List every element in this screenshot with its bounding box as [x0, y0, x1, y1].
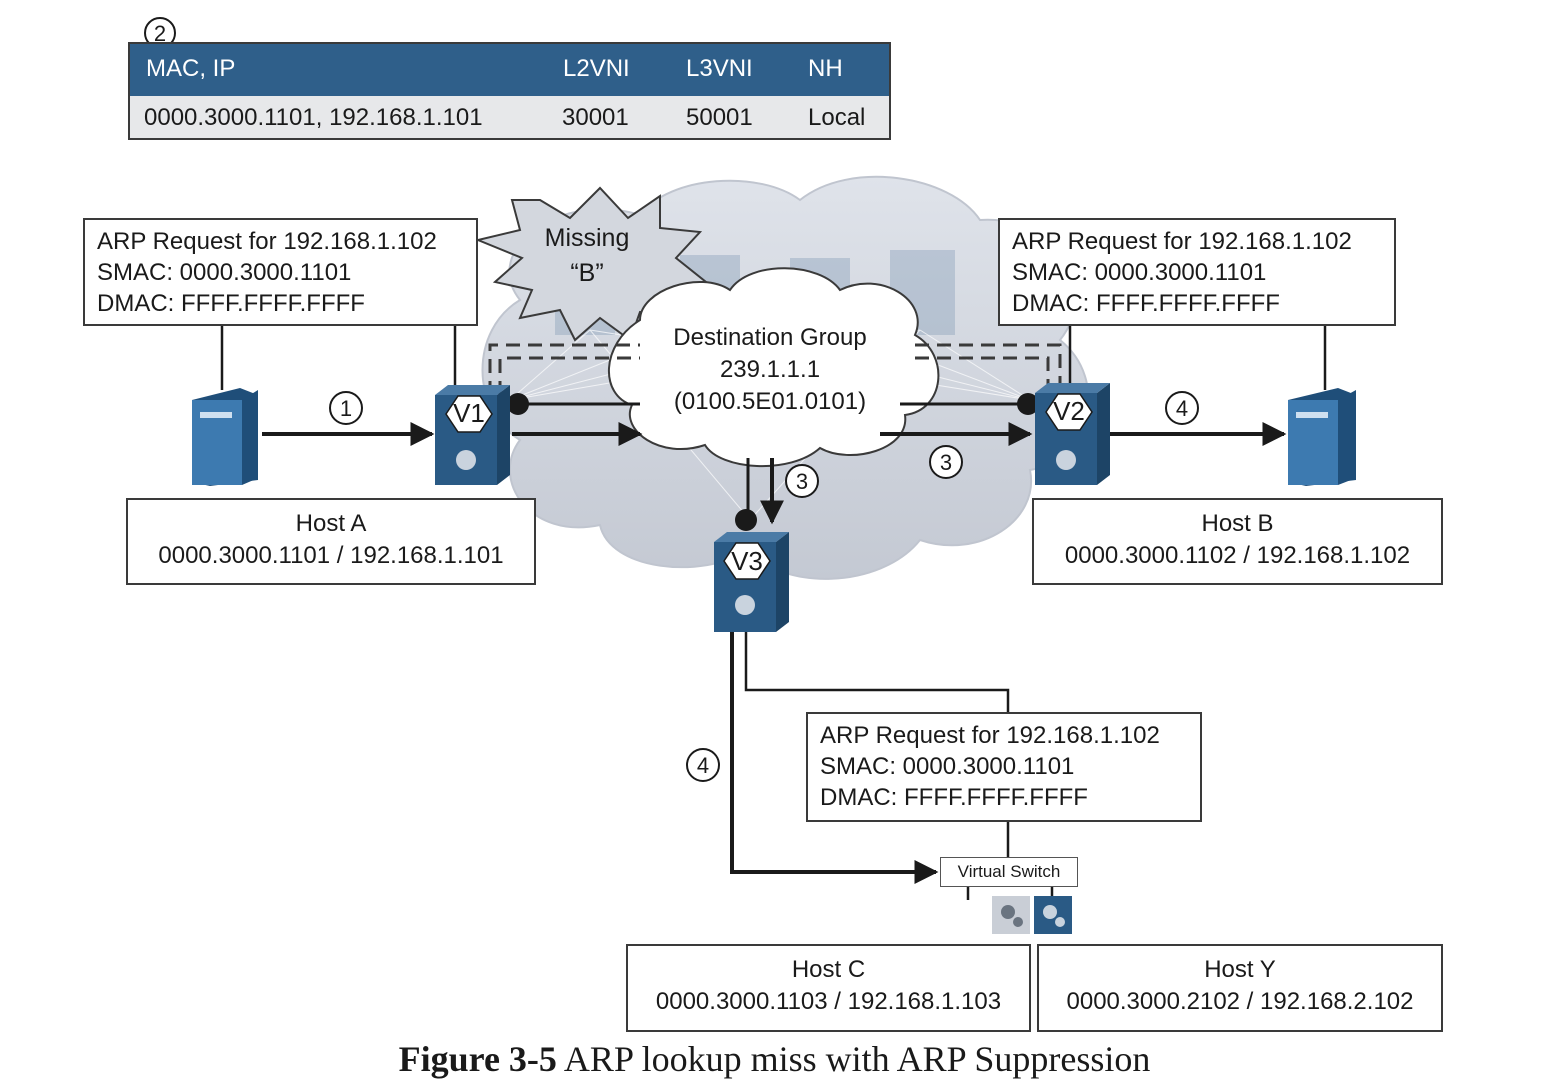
- arp-line: DMAC: FFFF.FFFF.FFFF: [820, 784, 1088, 811]
- step-number: 4: [1176, 396, 1188, 421]
- arp-line: ARP Request for 192.168.1.102: [1012, 228, 1352, 255]
- host-name: Host B: [1201, 510, 1274, 537]
- step-number: 3: [940, 450, 952, 475]
- host-address: 0000.3000.1101 / 192.168.1.101: [158, 542, 504, 569]
- server-icon: [1288, 388, 1356, 486]
- table-header-cell: L2VNI: [563, 55, 630, 82]
- host-b-box: Host B 0000.3000.1102 / 192.168.1.102: [1032, 498, 1443, 585]
- destination-group-title: Destination Group: [673, 324, 867, 351]
- table-header: MAC, IP L2VNI L3VNI NH: [130, 44, 889, 96]
- table-header-cell: L3VNI: [686, 55, 753, 82]
- table-row: 0000.3000.1101, 192.168.1.101 30001 5000…: [130, 96, 889, 138]
- host-name: Host Y: [1204, 956, 1276, 983]
- vm-icon: [992, 896, 1030, 934]
- missing-label: “B”: [570, 259, 603, 287]
- step-number: 2: [154, 21, 166, 46]
- table-cell: 30001: [562, 104, 629, 131]
- flow-arrows: [262, 422, 1287, 884]
- arp-line: ARP Request for 192.168.1.102: [820, 722, 1160, 749]
- vtep-label: V1: [453, 398, 485, 428]
- host-y-box: Host Y 0000.3000.2102 / 192.168.2.102: [1037, 944, 1443, 1032]
- switch-icon: [714, 532, 789, 632]
- arp-line: SMAC: 0000.3000.1101: [1012, 259, 1267, 286]
- figure-caption: Figure 3-5 ARP lookup miss with ARP Supp…: [0, 1038, 1549, 1080]
- arp-line: ARP Request for 192.168.1.102: [97, 228, 437, 255]
- switch-icon: [435, 385, 510, 485]
- arp-line: DMAC: FFFF.FFFF.FFFF: [1012, 290, 1280, 317]
- vtep-label: V2: [1053, 396, 1085, 426]
- missing-label: Missing: [545, 224, 630, 252]
- arp-line: SMAC: 0000.3000.1101: [97, 259, 352, 286]
- arp-request-box-bottom: ARP Request for 192.168.1.102 SMAC: 0000…: [806, 712, 1202, 822]
- virtual-switch-label: Virtual Switch: [940, 857, 1078, 887]
- server-icon: [192, 388, 258, 486]
- table-cell: Local: [808, 104, 866, 131]
- mac-ip-table: MAC, IP L2VNI L3VNI NH 0000.3000.1101, 1…: [128, 42, 891, 140]
- vxlan-tunnel-dashed: [488, 343, 1062, 395]
- destination-group-ip: 239.1.1.1: [719, 356, 821, 383]
- table-header-cell: NH: [808, 55, 843, 82]
- multicast-flow-lines: [520, 402, 1028, 518]
- figure-number: Figure 3-5: [398, 1039, 557, 1079]
- table-cell: 0000.3000.1101, 192.168.1.101: [144, 104, 483, 131]
- table-cell: 50001: [686, 104, 753, 131]
- destination-group-mac: (0100.5E01.0101): [673, 388, 867, 415]
- vm-icon: [1034, 896, 1072, 934]
- arp-request-box-right: ARP Request for 192.168.1.102 SMAC: 0000…: [998, 218, 1396, 326]
- step-number: 4: [697, 753, 709, 778]
- table-header-cell: MAC, IP: [146, 55, 236, 82]
- destination-group-label: Destination Group 239.1.1.1 (0100.5E01.0…: [630, 322, 910, 418]
- step-circles: [144, 17, 1199, 782]
- host-address: 0000.3000.1102 / 192.168.1.102: [1064, 542, 1411, 569]
- arp-line: DMAC: FFFF.FFFF.FFFF: [97, 290, 365, 317]
- connector-lines: [220, 326, 1327, 900]
- host-name: Host A: [295, 510, 367, 537]
- host-a-box: Host A 0000.3000.1101 / 192.168.1.101: [126, 498, 536, 585]
- host-address: 0000.3000.2102 / 192.168.2.102: [1066, 988, 1414, 1015]
- host-address: 0000.3000.1103 / 192.168.1.103: [655, 988, 1002, 1015]
- figure-title: ARP lookup miss with ARP Suppression: [556, 1039, 1151, 1079]
- host-c-box: Host C 0000.3000.1103 / 192.168.1.103: [626, 944, 1031, 1032]
- step-number: 3: [796, 469, 808, 494]
- step-number: 1: [340, 396, 352, 421]
- host-name: Host C: [791, 956, 866, 983]
- arp-line: SMAC: 0000.3000.1101: [820, 753, 1075, 780]
- vtep-label: V3: [731, 546, 763, 576]
- arp-request-box-left: ARP Request for 192.168.1.102 SMAC: 0000…: [83, 218, 478, 326]
- switch-icon: [1035, 383, 1110, 485]
- vtep-endpoint-dots: [507, 393, 1039, 531]
